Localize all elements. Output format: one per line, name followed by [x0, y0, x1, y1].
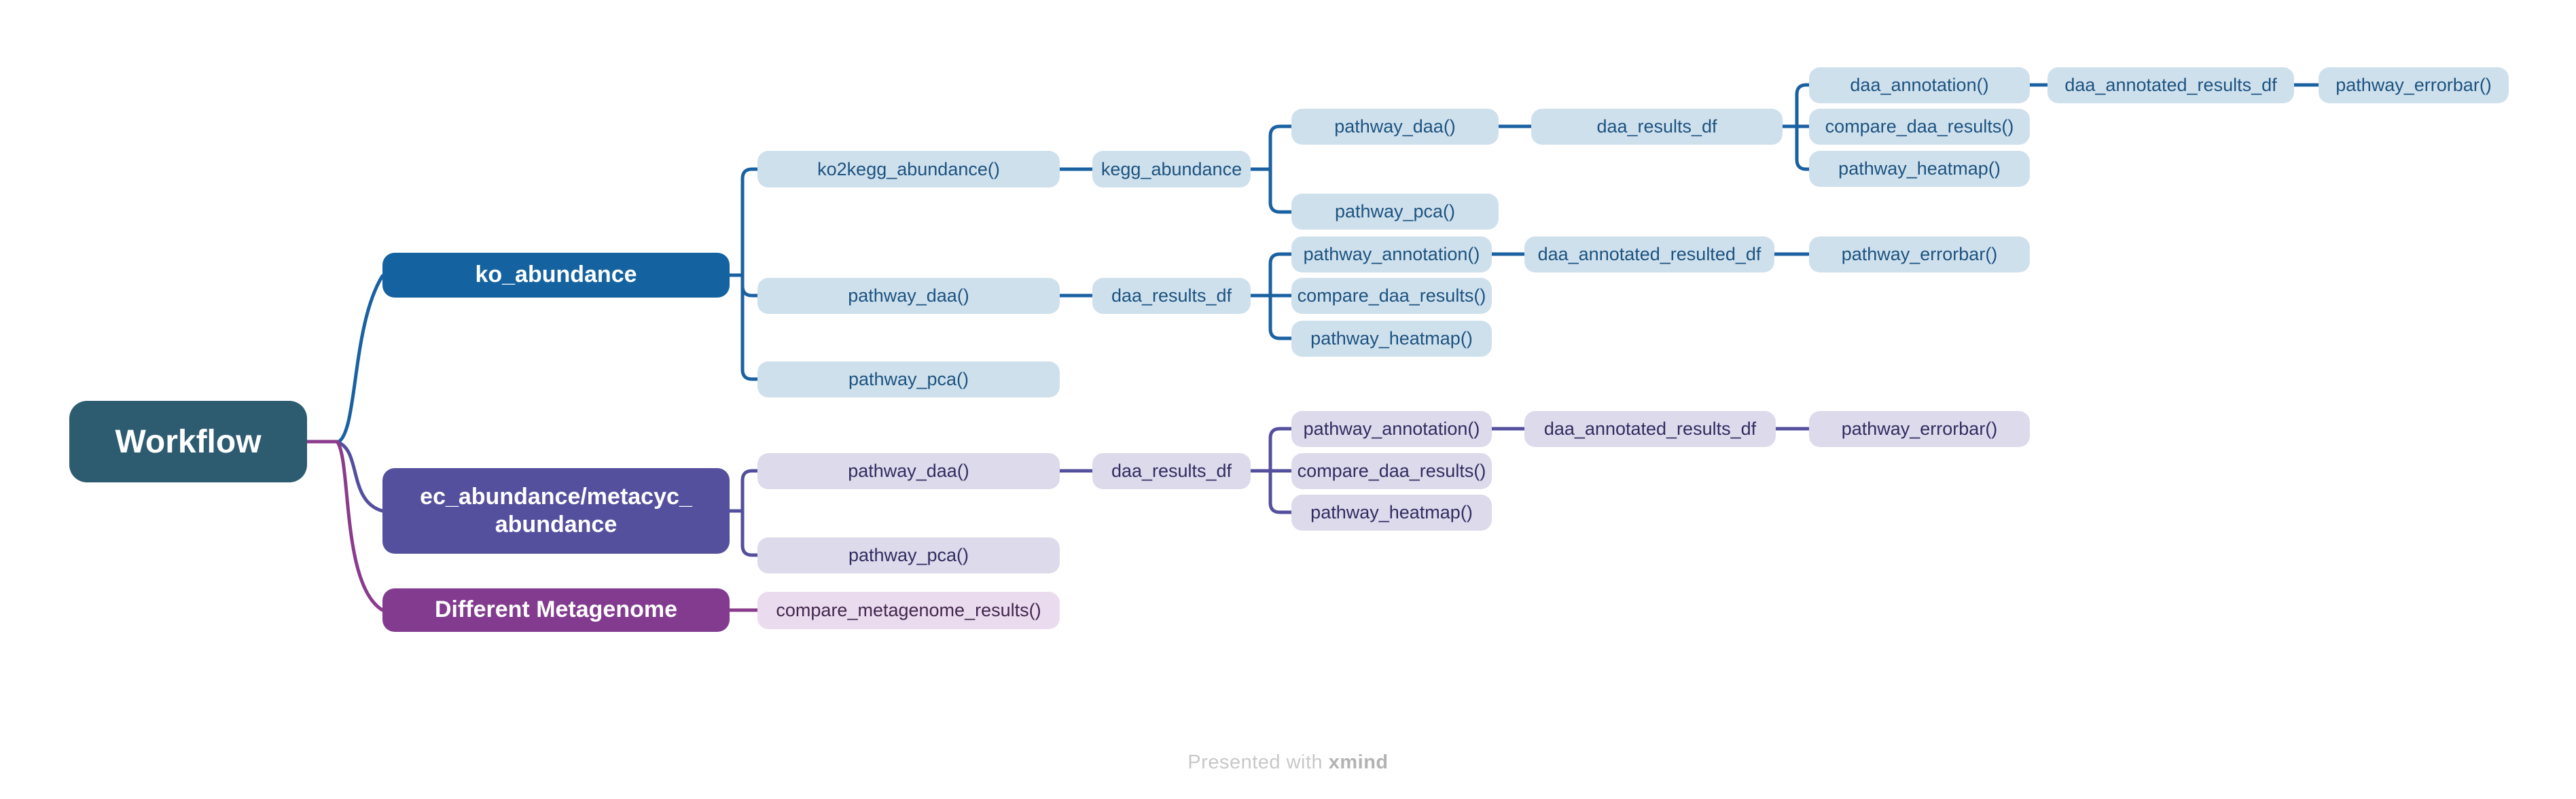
node-daa-results-df-ec[interactable]: daa_results_df [1092, 453, 1251, 489]
node-pathway-heatmap-ko[interactable]: pathway_heatmap() [1291, 321, 1492, 357]
node-compare-daa-results-ko[interactable]: compare_daa_results() [1291, 278, 1492, 314]
node-ec-metacyc-abundance[interactable]: ec_abundance/metacyc_ abundance [382, 468, 730, 554]
node-label: pathway_annotation() [1303, 419, 1480, 439]
node-pathway-annotation-ec[interactable]: pathway_annotation() [1291, 411, 1492, 447]
node-label: compare_daa_results() [1297, 285, 1486, 306]
node-label: pathway_heatmap() [1838, 158, 2001, 179]
node-pathway-heatmap-kegg[interactable]: pathway_heatmap() [1809, 151, 2030, 187]
node-label-line1: ec_abundance/metacyc_ [420, 483, 692, 510]
node-label: kegg_abundance [1101, 158, 1242, 179]
node-label: Workflow [115, 423, 262, 460]
connector-lines-ec-branch [336, 427, 1811, 557]
node-compare-daa-results-kegg[interactable]: compare_daa_results() [1809, 109, 2030, 145]
node-pathway-annotation-ko[interactable]: pathway_annotation() [1291, 236, 1492, 272]
node-label: daa_results_df [1596, 116, 1717, 137]
node-label: compare_daa_results() [1297, 461, 1486, 481]
node-label: daa_annotated_results_df [2064, 75, 2277, 95]
node-label: pathway_daa() [1334, 116, 1456, 137]
node-compare-daa-results-ec[interactable]: compare_daa_results() [1291, 453, 1492, 489]
node-pathway-pca-ko[interactable]: pathway_pca() [757, 361, 1060, 397]
node-label: compare_daa_results() [1825, 116, 2014, 137]
node-label: ko2kegg_abundance() [817, 158, 1000, 179]
node-kegg-abundance[interactable]: kegg_abundance [1092, 151, 1251, 188]
connector-lines-metagenome-branch [305, 440, 759, 612]
xmind-brand: xmind [1328, 751, 1389, 773]
connector-lines-ko-branch [336, 83, 2321, 444]
node-daa-annotated-results-df-kegg[interactable]: daa_annotated_results_df [2047, 67, 2294, 103]
node-pathway-daa-ec[interactable]: pathway_daa() [757, 453, 1060, 489]
node-pathway-errorbar-ec[interactable]: pathway_errorbar() [1809, 411, 2030, 447]
node-label: ko_abundance [475, 262, 637, 288]
node-daa-annotated-results-df-ec[interactable]: daa_annotated_results_df [1524, 411, 1776, 447]
node-label: pathway_errorbar() [1841, 244, 1998, 264]
node-compare-metagenome-results[interactable]: compare_metagenome_results() [757, 592, 1060, 629]
node-label: pathway_errorbar() [2336, 75, 2492, 95]
node-label: pathway_pca() [1334, 201, 1456, 221]
node-daa-results-df-kegg[interactable]: daa_results_df [1531, 109, 1783, 145]
node-pathway-heatmap-ec[interactable]: pathway_heatmap() [1291, 495, 1492, 531]
node-label: pathway_daa() [848, 285, 969, 306]
node-label: daa_results_df [1111, 461, 1232, 481]
node-different-metagenome[interactable]: Different Metagenome [382, 588, 730, 632]
node-label: Different Metagenome [434, 597, 678, 623]
node-label: compare_metagenome_results() [776, 600, 1041, 620]
footer-prefix: Presented with [1187, 751, 1329, 773]
node-label: daa_results_df [1111, 285, 1232, 306]
node-pathway-pca-kegg[interactable]: pathway_pca() [1291, 194, 1499, 230]
node-label: pathway_heatmap() [1310, 502, 1473, 522]
node-workflow-root[interactable]: Workflow [69, 401, 307, 482]
node-label-line2: abundance [495, 512, 618, 537]
node-daa-annotation[interactable]: daa_annotation() [1809, 67, 2030, 103]
node-daa-annotated-resulted-df-ko[interactable]: daa_annotated_resulted_df [1524, 236, 1774, 272]
node-daa-results-df-ko[interactable]: daa_results_df [1092, 278, 1251, 314]
node-pathway-pca-ec[interactable]: pathway_pca() [757, 537, 1060, 573]
node-pathway-daa-kegg[interactable]: pathway_daa() [1291, 109, 1499, 145]
node-ko-abundance[interactable]: ko_abundance [382, 253, 730, 298]
node-label: pathway_errorbar() [1841, 419, 1998, 439]
presented-with-xmind-credit: Presented with xmind [0, 751, 2576, 774]
node-label: daa_annotation() [1850, 75, 1989, 95]
node-label: pathway_daa() [848, 461, 969, 481]
node-label: pathway_annotation() [1303, 244, 1480, 264]
node-pathway-daa-ko[interactable]: pathway_daa() [757, 278, 1060, 314]
node-label: daa_annotated_resulted_df [1537, 244, 1761, 264]
node-label: pathway_pca() [848, 369, 969, 389]
node-pathway-errorbar-ko[interactable]: pathway_errorbar() [1809, 236, 2030, 272]
node-label: daa_annotated_results_df [1543, 419, 1757, 439]
node-pathway-errorbar-kegg[interactable]: pathway_errorbar() [2319, 67, 2509, 103]
node-ko2kegg-abundance[interactable]: ko2kegg_abundance() [757, 151, 1060, 188]
node-label: pathway_heatmap() [1310, 328, 1473, 349]
node-label: pathway_pca() [848, 545, 969, 565]
